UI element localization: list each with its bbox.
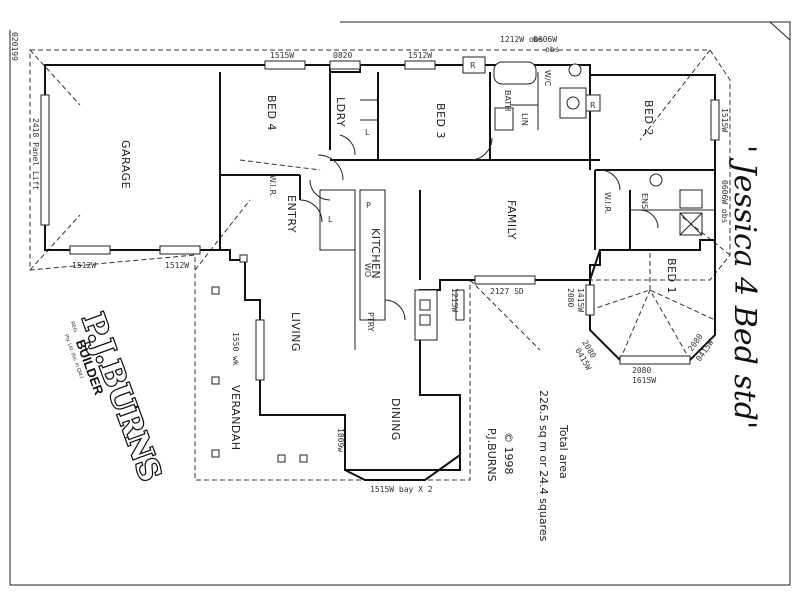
sheet-border bbox=[9, 21, 791, 586]
room-label-ens: ENS bbox=[640, 193, 649, 209]
toilet-ens bbox=[649, 173, 663, 187]
room-label-wir-2: W.I.R. bbox=[603, 192, 612, 214]
dim-2418-panel-lift: 2418 Panel Lift bbox=[31, 118, 40, 190]
room-label-dining: DINING bbox=[389, 398, 402, 441]
plan-title: ' Jessica 4 Bed std' bbox=[727, 145, 762, 429]
room-label-wc: W/C bbox=[543, 70, 552, 87]
builder-logo: P.J.BURNS REG. BUILDER Pty. Ltd. (Inc. i… bbox=[63, 308, 169, 488]
room-label-bed1: BED 1 bbox=[665, 258, 678, 294]
room-label-verandah: VERANDAH bbox=[229, 385, 242, 451]
dim-2080-a: 2080 bbox=[566, 288, 575, 307]
room-label-bath: BATH bbox=[503, 90, 512, 111]
copyright-year: © 1998 bbox=[502, 432, 515, 475]
room-label-kitchen: KITCHEN bbox=[369, 228, 382, 279]
bathtub bbox=[493, 61, 537, 85]
dining-bay-wall bbox=[344, 454, 461, 481]
toilet-wc bbox=[568, 63, 582, 77]
room-label-entry: ENTRY bbox=[285, 195, 298, 233]
room-label-l1: L bbox=[365, 128, 370, 137]
dim-0606w: 0606W bbox=[533, 35, 557, 44]
logo-name: P.J.BURNS bbox=[74, 309, 167, 486]
dim-0606w-right: 0606W obs bbox=[720, 180, 729, 224]
room-label-garage: GARAGE bbox=[119, 140, 132, 189]
total-area-value: 226.5 sq m or 24.4 squares bbox=[537, 390, 550, 542]
dim-2080-c: 2080 bbox=[632, 366, 651, 375]
room-label-r1: R bbox=[470, 61, 476, 70]
room-label-ldry: LDRY bbox=[334, 97, 347, 127]
room-label-bed2: BED 2 bbox=[642, 100, 655, 136]
dim-1550: 1550 wk bbox=[231, 332, 240, 366]
dim-1215w: 1215W bbox=[450, 288, 459, 312]
dim-2127-sd: 2127 SD bbox=[490, 287, 524, 296]
room-label-bed3: BED 3 bbox=[434, 103, 447, 139]
dim-0606w-obs: obs bbox=[545, 45, 560, 54]
room-label-ptry: PTRY bbox=[366, 312, 375, 332]
room-label-lin: LIN bbox=[520, 113, 529, 126]
room-label-wo: WO bbox=[363, 263, 372, 277]
room-label-living: LIVING bbox=[289, 312, 302, 352]
dim-1515w-right: 1515W bbox=[720, 108, 729, 132]
room-label-r2: R bbox=[590, 101, 596, 110]
total-area-label: Total area bbox=[557, 424, 570, 479]
dim-1512w-top: 1512W bbox=[408, 51, 432, 60]
room-label-wir-1: W.I.R. bbox=[268, 175, 277, 197]
dim-1515w-bay: 1515W bay X 2 bbox=[370, 485, 433, 494]
dim-1809w: 1809w bbox=[336, 428, 345, 452]
dim-1512w-mid: 1512W bbox=[165, 261, 189, 270]
dim-1615w: 1615W bbox=[632, 376, 656, 385]
dim-1415w: 1415W bbox=[576, 288, 585, 312]
room-label-family: FAMILY bbox=[505, 200, 518, 240]
author-name: P.J.BURNS bbox=[485, 428, 498, 482]
logo-reg: REG. bbox=[69, 321, 79, 335]
dim-1212w: 1212W obs bbox=[500, 35, 544, 44]
room-label-l2: L bbox=[328, 215, 333, 224]
dim-1512w-left: 1512W bbox=[72, 261, 96, 270]
dim-1515w-top: 1515W bbox=[270, 51, 294, 60]
plan-number: 020199 bbox=[10, 32, 19, 61]
room-label-bed4: BED 4 bbox=[265, 95, 278, 131]
room-label-p: P bbox=[366, 201, 371, 210]
dim-0820: 0820 bbox=[333, 51, 352, 60]
